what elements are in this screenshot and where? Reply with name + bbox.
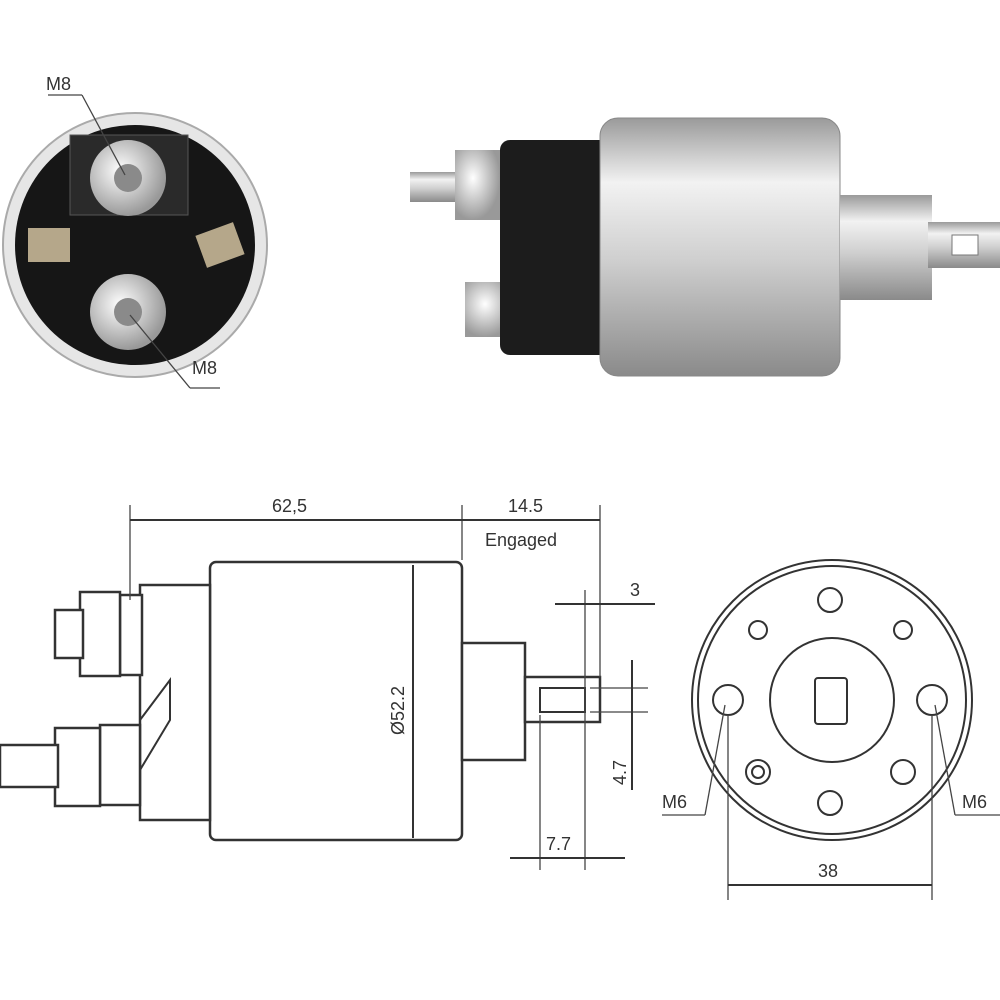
stroke-label: 14.5 — [508, 496, 543, 516]
slot-width-label: 4.7 — [610, 760, 630, 785]
left-m6-hole — [712, 684, 744, 716]
right-m6-hole — [916, 684, 948, 716]
slot-length-label: 7.7 — [546, 834, 571, 854]
length-label: 62,5 — [272, 496, 307, 516]
side-drawing: 62,5 14.5 Engaged 3 Ø52.2 4.7 7.7 — [0, 496, 655, 870]
diameter-label: Ø52.2 — [388, 686, 408, 735]
stroke-note: Engaged — [485, 530, 557, 550]
hole-spacing-label: 38 — [818, 861, 838, 881]
tab-thickness-label: 3 — [630, 580, 640, 600]
bottom-terminal-label: M8 — [192, 358, 217, 378]
right-hole-label: M6 — [962, 792, 987, 812]
top-terminal-label: M8 — [46, 74, 71, 94]
side-view-photo — [410, 117, 1000, 377]
front-drawing: M6 M6 38 — [662, 559, 1000, 900]
left-hole-label: M6 — [662, 792, 687, 812]
end-view-photo: M8 M8 — [2, 74, 268, 389]
